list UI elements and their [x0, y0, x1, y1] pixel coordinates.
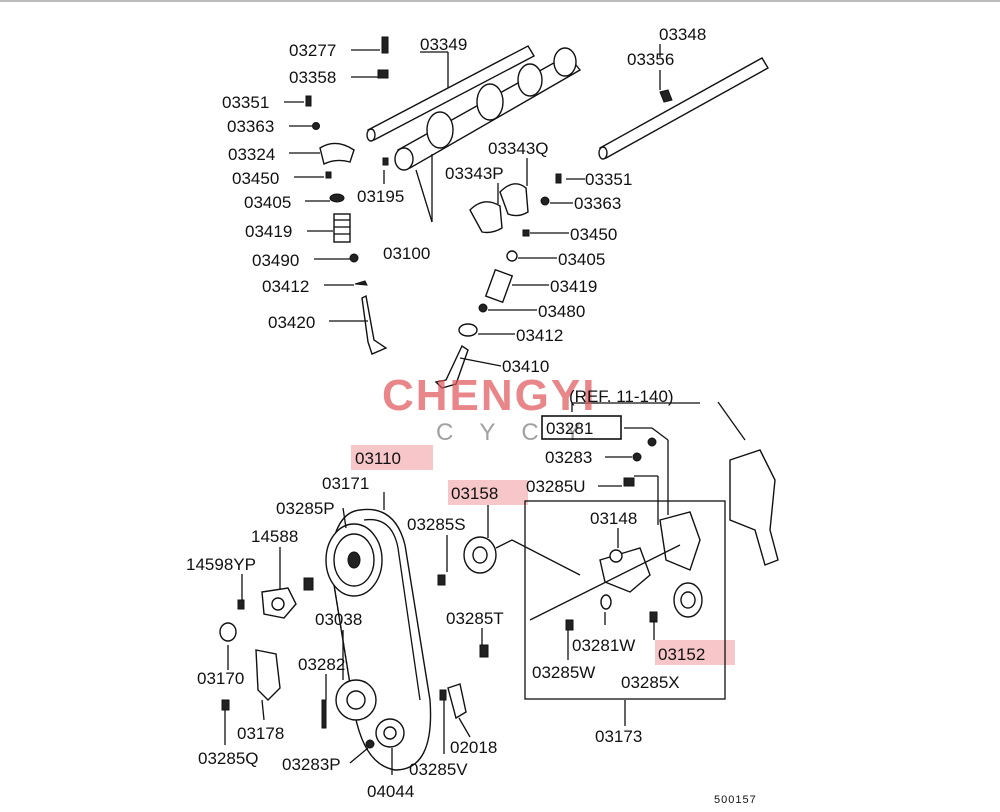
watermark-brand: CHENGYI [382, 371, 596, 420]
label-03412-left: 03412 [262, 277, 309, 296]
label-03285P: 03285P [276, 499, 335, 518]
label-03285Q: 03285Q [198, 749, 259, 768]
label-03158: 03158 [451, 484, 498, 503]
rocker-shaft-03349 [366, 45, 535, 142]
label-03285X: 03285X [621, 673, 680, 692]
rear-cover-ref [717, 401, 779, 566]
crank-sprockets [335, 437, 657, 749]
label-04044: 04044 [367, 782, 414, 801]
label-03351-right: 03351 [585, 170, 632, 189]
label-03420: 03420 [268, 313, 315, 332]
label-03285S: 03285S [407, 515, 466, 534]
label-03412-right: 03412 [516, 326, 563, 345]
camshaft-03100 [394, 47, 582, 171]
highlight-03158 [448, 480, 528, 505]
label-03283: 03283 [545, 448, 592, 467]
leader-lines [224, 44, 700, 775]
label-03283P: 03283P [282, 755, 341, 774]
label-03285U: 03285U [526, 477, 586, 496]
label-03450-right: 03450 [570, 225, 617, 244]
label-03038: 03038 [315, 610, 362, 629]
label-03480: 03480 [538, 302, 585, 321]
idler-hardware-left [219, 577, 327, 729]
label-03277: 03277 [289, 41, 336, 60]
label-03285W: 03285W [532, 663, 595, 682]
label-03178: 03178 [237, 724, 284, 743]
label-03110: 03110 [355, 449, 401, 468]
label-03324: 03324 [228, 145, 275, 164]
label-03410: 03410 [502, 357, 549, 376]
label-03343P: 03343P [445, 164, 504, 183]
label-03405-left: 03405 [244, 193, 291, 212]
label-03285V: 03285V [409, 760, 468, 779]
label-02018: 02018 [450, 738, 497, 757]
label-03419-right: 03419 [550, 277, 597, 296]
highlight-03152 [655, 640, 735, 665]
label-03358: 03358 [289, 68, 336, 87]
label-03349: 03349 [420, 35, 467, 54]
pulley-03158 [463, 536, 581, 576]
watermark-sub: CYCY [436, 419, 607, 446]
label-03170: 03170 [197, 669, 244, 688]
label-03348: 03348 [659, 25, 706, 44]
label-03195: 03195 [357, 187, 404, 206]
label-ref-11-140: (REF. 11-140) [569, 387, 674, 406]
label-03173: 03173 [595, 727, 642, 746]
label-03171: 03171 [322, 474, 369, 493]
label-03281: 03281 [546, 419, 593, 438]
label-03282: 03282 [298, 655, 345, 674]
small-hardware-left [305, 36, 389, 355]
label-03356: 03356 [627, 50, 674, 69]
label-03450-left: 03450 [232, 169, 279, 188]
label-03363-left: 03363 [227, 117, 274, 136]
box-03281 [541, 415, 622, 440]
highlight-03110 [351, 445, 433, 470]
label-drawing-code: 500157 [714, 794, 757, 806]
rocker-arms-right [434, 89, 673, 389]
label-03100: 03100 [383, 244, 430, 263]
label-03490: 03490 [252, 251, 299, 270]
label-14588: 14588 [251, 527, 298, 546]
rocker-shaft-03348 [598, 57, 769, 160]
label-03405-right: 03405 [558, 250, 605, 269]
tensioner-assembly-box-03173 [524, 500, 726, 700]
label-03363-right: 03363 [574, 194, 621, 213]
label-03148: 03148 [590, 509, 637, 528]
label-14598YP: 14598YP [186, 555, 256, 574]
cam-sprocket-03171 [325, 523, 383, 597]
label-03351-left: 03351 [222, 93, 269, 112]
label-03285T: 03285T [446, 609, 504, 628]
label-03152: 03152 [658, 645, 705, 664]
label-03419-left: 03419 [245, 222, 292, 241]
label-03343Q: 03343Q [488, 139, 549, 158]
label-03281W: 03281W [572, 636, 635, 655]
